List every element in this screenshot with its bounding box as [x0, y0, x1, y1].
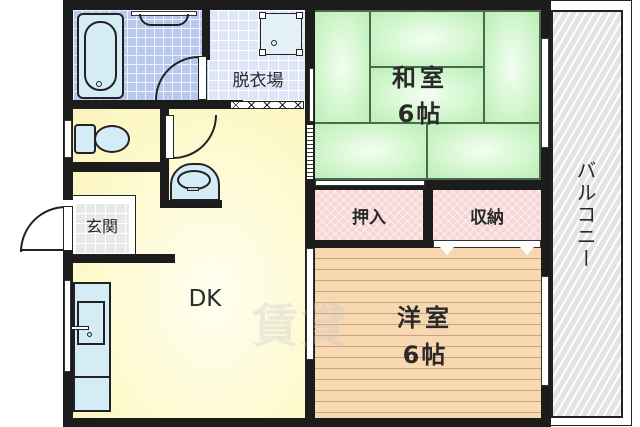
oshiire-label: 押入 [352, 208, 386, 228]
wall-washbasin-bottom [160, 200, 222, 208]
bath-door-panel [198, 56, 207, 100]
door-swing-icon [440, 247, 454, 255]
toilet-bowl [94, 125, 130, 153]
faucet-icon [71, 326, 89, 330]
folding-door[interactable] [230, 101, 304, 109]
tatami-mat [313, 10, 371, 124]
dk-label: DK [188, 286, 222, 312]
japanese-sliding-door[interactable] [309, 68, 314, 122]
kitchen-counter [71, 282, 111, 412]
western-room-label: 洋室 [397, 304, 453, 332]
closet-oshiire [315, 190, 423, 240]
entrance-floor-tile [75, 203, 129, 253]
wall-right [541, 0, 551, 427]
balcony-label: バルコニー [573, 160, 597, 270]
japanese-room-size: 6帖 [397, 100, 443, 128]
wall-toilet-bottom [63, 162, 169, 172]
western-room-size: 6帖 [402, 341, 448, 369]
watermark: 賃貸 [252, 299, 348, 353]
kitchen-window [64, 280, 71, 372]
wall-toilet-right [160, 100, 169, 208]
drain-icon [96, 81, 102, 87]
japanese-window [541, 38, 549, 148]
drain-icon [87, 332, 92, 337]
balcony-outline [550, 0, 632, 426]
washing-machine-pan [259, 12, 303, 56]
tatami-mat [426, 122, 541, 180]
wall-bath-bottom [63, 100, 243, 109]
entrance-door-line [20, 249, 66, 251]
wall-bath-washroom [202, 0, 210, 60]
entrance-door-frame [63, 206, 73, 251]
balcony [551, 10, 623, 418]
tatami-mat [313, 122, 428, 180]
japanese-room [313, 10, 541, 180]
storage-label: 収納 [470, 208, 504, 228]
western-room [315, 248, 541, 418]
shower-basin [139, 14, 189, 26]
door-swing-icon [520, 247, 534, 255]
kitchen-sink [77, 301, 105, 345]
closet-sliding-door[interactable] [315, 180, 425, 186]
wall-entrance-bottom [63, 254, 175, 263]
japanese-room-label: 和室 [392, 64, 448, 92]
dk-western-sliding-door[interactable] [306, 248, 314, 360]
western-window [541, 276, 549, 386]
bathtub [77, 13, 124, 99]
storage-door[interactable] [433, 240, 541, 248]
toilet [74, 124, 96, 154]
wall-closet-divider [423, 180, 433, 248]
washroom-label: 脱衣場 [232, 71, 284, 91]
wall-closet-bottom [305, 240, 551, 248]
closet-storage [433, 190, 541, 240]
entrance-label: 玄関 [85, 217, 118, 236]
tatami-mat [483, 10, 541, 124]
wash-basin [170, 163, 220, 201]
dk-japanese-fusuma[interactable] [306, 124, 314, 180]
toilet-window [64, 120, 72, 158]
entrance-door[interactable] [20, 206, 66, 252]
drain-icon [271, 40, 277, 46]
dk-floor [73, 108, 305, 418]
